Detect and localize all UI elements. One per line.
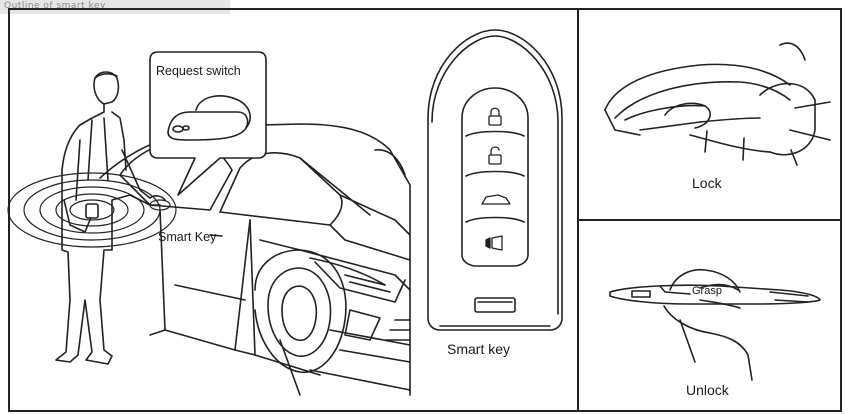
horn-icon (486, 236, 502, 250)
smart-key-fob (428, 30, 562, 330)
lock-hand-illustration (605, 43, 830, 165)
unlock-caption: Unlock (686, 382, 729, 398)
smart-key-in-pocket (86, 204, 98, 218)
grasp-label: Grasp (692, 285, 722, 297)
unlock-icon (489, 147, 501, 164)
person-illustration (56, 72, 165, 364)
request-switch-label: Request switch (156, 64, 241, 78)
smart-key-callout-label: Smart Key (158, 230, 216, 244)
lock-icon (489, 108, 501, 125)
car-illustration (100, 124, 410, 395)
smart-key-caption: Smart key (447, 341, 510, 357)
lock-caption: Lock (692, 175, 722, 191)
trunk-icon (482, 195, 510, 204)
